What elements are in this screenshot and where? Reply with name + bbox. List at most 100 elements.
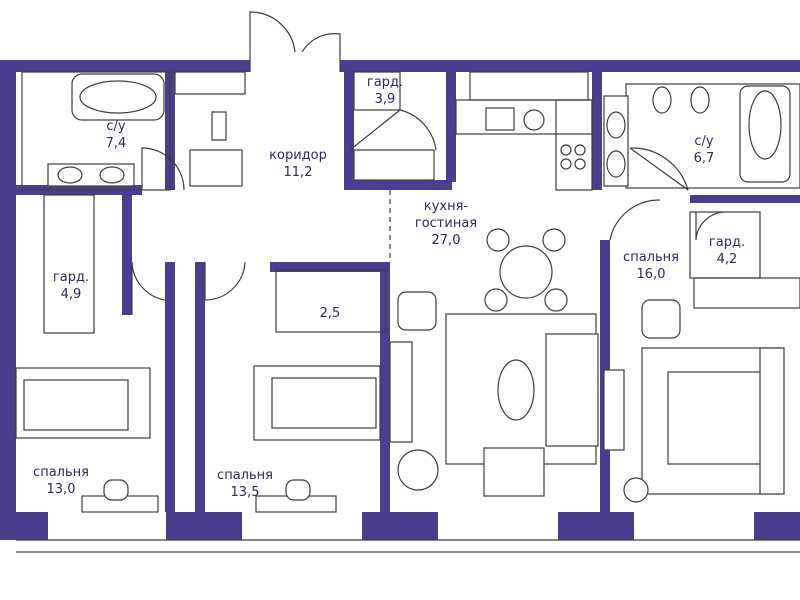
armchair-bottom [483, 447, 545, 497]
wall-bottom-3 [362, 512, 438, 540]
room-area: 2,5 [319, 306, 341, 321]
toilet-right [652, 86, 672, 114]
room-area: 6,7 [693, 151, 715, 166]
label-closet-top: гард. 3,9 [356, 74, 414, 108]
room-area: 11,2 [283, 165, 313, 180]
wall-bottom-1 [0, 512, 48, 540]
label-corridor: коридор 11,2 [252, 147, 344, 181]
door-bedroom-left [131, 261, 166, 315]
label-closet-left: гард. 4,9 [42, 269, 100, 303]
room-name: гард. [52, 270, 90, 285]
stove-3 [560, 158, 572, 170]
side-table-right [623, 477, 649, 503]
room-name: коридор [269, 148, 327, 163]
tv-stand-living [389, 341, 413, 443]
chair-mid-bedroom [285, 479, 311, 501]
room-name-2: гостиная [414, 216, 478, 231]
door-bedroom-mid [204, 261, 246, 301]
wall-bottom-4 [558, 512, 634, 540]
room-area: 13,5 [230, 485, 260, 500]
room-name: спальня [623, 250, 679, 265]
stove-1 [560, 144, 572, 156]
room-area: 13,0 [46, 482, 76, 497]
shower-left [189, 149, 243, 187]
room-name: с/у [694, 134, 714, 149]
wall-bedroom-left-right [122, 195, 132, 315]
kitchen-counter-right [555, 99, 593, 191]
sofa-right [545, 333, 599, 447]
entrance-door-right [301, 33, 341, 72]
label-kitchen-living: кухня- гостиная 27,0 [396, 198, 496, 249]
sink-right-1 [606, 111, 626, 139]
closet-top-shelf [353, 149, 435, 181]
chair-2 [542, 228, 566, 252]
room-name: с/у [106, 119, 126, 134]
wall-top-right [340, 60, 800, 72]
chair-left-bedroom [103, 479, 129, 501]
wall-bedroom-mid-left [195, 262, 205, 512]
room-area: 16,0 [636, 267, 666, 282]
dining-table [499, 245, 553, 299]
tv-stand-right [603, 369, 625, 451]
label-storage: 2,5 [310, 305, 350, 322]
wall-bedrooms-divider [165, 262, 175, 512]
exterior-walls [0, 60, 800, 540]
kitchen-round [523, 109, 545, 131]
chair-1 [486, 228, 510, 252]
door-closet-right [695, 211, 725, 241]
furniture [15, 73, 800, 553]
door-bath1 [141, 147, 185, 191]
room-area: 27,0 [431, 233, 461, 248]
label-bath2: с/у 6,7 [676, 133, 732, 167]
closet-top-box [353, 71, 401, 111]
room-name: гард. [366, 75, 404, 90]
room-name: кухня- [423, 199, 469, 214]
wardrobe-right [759, 347, 785, 495]
bed-mid [271, 377, 377, 429]
room-name: спальня [217, 468, 273, 483]
label-bedroom-right: спальня 16,0 [608, 249, 694, 283]
toilet-left [211, 111, 227, 141]
label-bedroom-left: спальня 13,0 [18, 464, 104, 498]
wall-left [0, 60, 16, 540]
room-name: спальня [33, 465, 89, 480]
wall-bedroom-mid-top [270, 262, 388, 272]
room-area: 4,9 [60, 287, 82, 302]
sink-left-1 [57, 166, 83, 184]
window-sill [16, 539, 800, 553]
wall-bath2-left [592, 72, 602, 190]
label-bedroom-mid: спальня 13,5 [202, 467, 288, 501]
wall-corridor-bottom [344, 180, 452, 190]
wall-top-left [0, 60, 250, 72]
stove-2 [574, 144, 586, 156]
label-closet-right: гард. 4,2 [698, 234, 756, 268]
sink-kitchen [485, 107, 515, 131]
sink-left-2 [99, 166, 125, 184]
closet-right-box [693, 277, 800, 309]
wall-kitchen-left [446, 72, 456, 182]
door-bath2 [629, 147, 689, 191]
plant [397, 449, 439, 491]
kitchen-upper-box [469, 71, 589, 101]
bidet-right [690, 86, 710, 114]
wall-closet-top-left [344, 72, 354, 190]
room-name: гард. [708, 235, 746, 250]
room-area: 4,2 [716, 252, 738, 267]
storage-box [275, 269, 387, 333]
room-area: 3,9 [374, 92, 396, 107]
armchair-left [397, 291, 437, 331]
door-closet-top [349, 109, 437, 151]
chair-3 [484, 288, 508, 312]
bath1-inner [21, 71, 171, 191]
wall-closet-right [690, 195, 800, 203]
bed-left [23, 379, 129, 431]
coffee-table [497, 359, 535, 421]
label-bath1: с/у 7,4 [88, 118, 144, 152]
sink-right-2 [606, 150, 626, 178]
entrance-doors [131, 11, 725, 315]
stove-4 [574, 158, 586, 170]
bath1-niche [174, 71, 246, 95]
entrance-door-left [249, 11, 296, 72]
wall-bedroom-mid-right [380, 262, 390, 512]
